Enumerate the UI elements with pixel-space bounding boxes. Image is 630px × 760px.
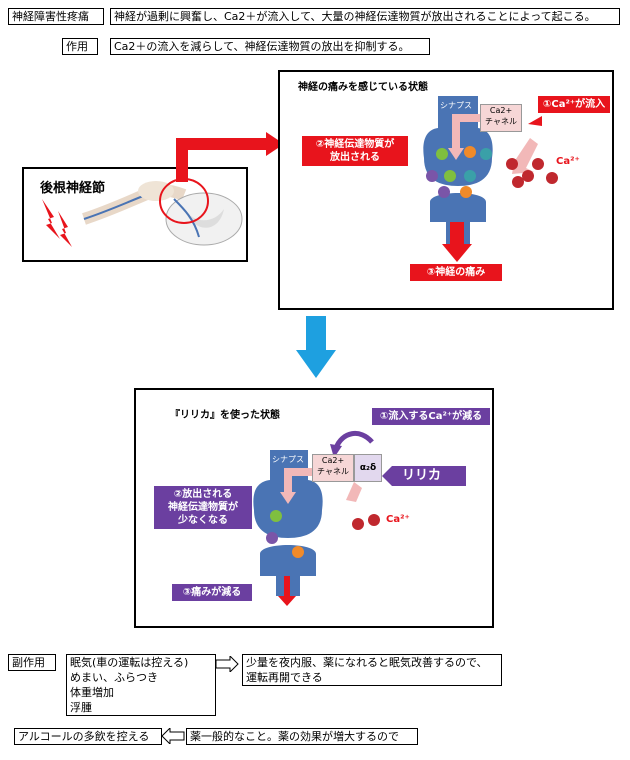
step2-label: ②神経伝達物質が 放出される <box>302 136 408 166</box>
side-effect-item: めまい、ふらつき <box>70 671 158 684</box>
ca-channel-bottom: チャネル <box>485 117 517 126</box>
panel-lyrica-state: 『リリカ』を使った状態 シナプス Ca2+ チャネル α₂δ リリカ ①流入する… <box>134 388 494 628</box>
step3-label: ③痛みが減る <box>172 584 252 601</box>
drg-label: 後根神経節 <box>40 181 106 196</box>
synapse-illustration <box>253 431 466 606</box>
side-effects-note: 少量を夜内服、薬になれると眠気改善するので、 運転再開できる <box>242 654 502 686</box>
step1-label: ①Ca²⁺が流入 <box>538 96 610 113</box>
panel-pain-state: 神経の痛みを感じている状態 シナプス Ca2+ チャネル ①Ca²⁺が流入 ②神… <box>278 70 614 310</box>
action-text: Ca2＋の流入を減らして、神経伝達物質の放出を抑制する。 <box>110 38 430 55</box>
side-effect-item: 浮腫 <box>70 701 92 714</box>
alcohol-advice: アルコールの多飲を控える <box>14 728 162 745</box>
red-connector-arrow <box>176 132 284 182</box>
ca-channel-box: Ca2+ チャネル <box>480 104 522 132</box>
synapse-illustration <box>423 96 558 262</box>
side-effects-note-line2: 運転再開できる <box>246 671 323 684</box>
step3-label: ③神経の痛み <box>410 264 502 281</box>
panel-title: 神経の痛みを感じている状態 <box>298 82 428 93</box>
step2-line1: ②放出される <box>173 489 233 500</box>
step2-line2: 放出される <box>330 152 380 163</box>
nerve-illustration <box>42 178 243 247</box>
side-effects-label: 副作用 <box>8 654 56 671</box>
topic-text: 神経が過剰に興奮し、Ca2＋が流入して、大量の神経伝達物質が放出されることによっ… <box>110 8 620 25</box>
ca-ion-label: Ca²⁺ <box>386 514 410 525</box>
action-label: 作用 <box>62 38 98 55</box>
synapse-label: シナプス <box>440 101 472 110</box>
alcohol-reason: 薬一般的なこと。薬の効果が増大するので <box>186 728 418 745</box>
panel-title: 『リリカ』を使った状態 <box>170 410 280 421</box>
lightning-icon <box>42 199 60 239</box>
synapse-label: シナプス <box>272 455 304 464</box>
side-effect-item: 体重増加 <box>70 686 114 699</box>
ca-ion-label: Ca²⁺ <box>556 156 580 167</box>
transition-arrow <box>296 316 336 378</box>
left-arrow-icon <box>162 728 185 744</box>
side-effects-list: 眠気(車の運転は控える) めまい、ふらつき 体重増加 浮腫 <box>66 654 216 716</box>
side-effects-note-line1: 少量を夜内服、薬になれると眠気改善するので、 <box>246 656 488 669</box>
ca-channel-bottom: チャネル <box>317 467 349 476</box>
ca-channel-box: Ca2+ チャネル <box>312 454 354 482</box>
step2-line3: 少なくなる <box>178 515 228 526</box>
ca-channel-top: Ca2+ <box>489 106 513 115</box>
drug-label: リリカ <box>402 468 442 483</box>
step2-line1: ②神経伝達物質が <box>315 139 395 150</box>
side-effect-item: 眠気(車の運転は控える) <box>70 656 189 669</box>
step1-label: ①流入するCa²⁺が減る <box>372 408 490 425</box>
drg-figure: 後根神経節 <box>22 167 248 262</box>
ca-channel-top: Ca2+ <box>321 456 345 465</box>
step2-label: ②放出される 神経伝達物質が 少なくなる <box>154 486 252 529</box>
step2-line2: 神経伝達物質が <box>168 502 238 513</box>
right-arrow-icon <box>216 656 239 672</box>
a2d-box: α₂δ <box>354 454 382 482</box>
topic-label: 神経障害性疼痛 <box>8 8 104 25</box>
lightning-icon <box>58 211 72 247</box>
